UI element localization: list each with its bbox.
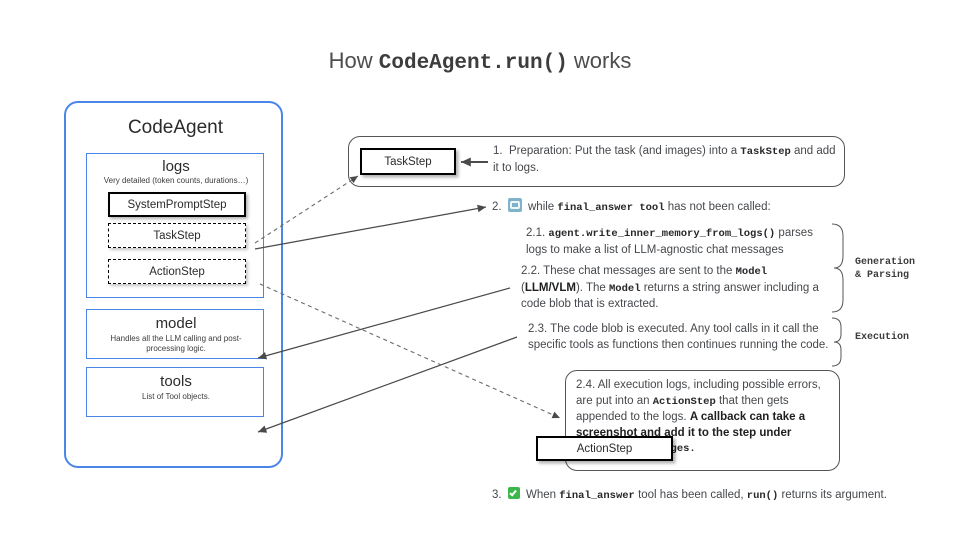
arrow-step23-to-tools <box>257 336 518 433</box>
step3-c: returns its argument. <box>778 489 887 501</box>
step2-3-number: 2.3. <box>528 323 548 335</box>
logs-title: logs <box>162 158 190 175</box>
check-icon <box>507 487 520 499</box>
step2-1-code: agent.write_inner_memory_from_logs() <box>548 228 776 240</box>
logs-subtitle: Very detailed (token counts, durations…) <box>103 176 249 185</box>
tools-desc: List of Tool objects. <box>142 392 210 401</box>
title-code: CodeAgent.run() <box>378 52 568 75</box>
step2-4-number: 2.4. <box>576 379 596 391</box>
step3-code-finalanswer: final_answer <box>559 490 635 502</box>
logs-box: logs Very detailed (token counts, durati… <box>86 153 264 298</box>
step2-2-text: 2.2. These chat messages are sent to the… <box>521 264 821 313</box>
step1-text-b: and add it to logs. <box>493 145 836 174</box>
log-item-actionstep[interactable]: ActionStep <box>108 259 246 284</box>
step1-text: 1. Preparation: Put the task (and images… <box>493 144 838 176</box>
step1-text-a: Preparation: Put the task (and images) i… <box>508 145 741 157</box>
group-label-execution: Execution <box>855 332 910 343</box>
step1-code-taskstep: TaskStep <box>740 146 791 158</box>
step2-1-body: parses logs to make a list of LLM-agnost… <box>526 227 813 256</box>
step2-2-b: (LLM/VLM). The <box>521 281 609 294</box>
title-prefix: How <box>328 48 379 73</box>
page-title: How CodeAgent.run() works <box>0 48 960 75</box>
dashed-actionstep-link <box>259 283 561 419</box>
model-desc: Handles all the LLM calling and post-pro… <box>110 334 242 353</box>
step2-2-code-model2: Model <box>608 282 641 295</box>
arrow-step22-to-model <box>257 287 511 360</box>
brace-execution <box>831 317 842 367</box>
step2-3-body: The code blob is executed. Any tool call… <box>528 323 829 351</box>
step1-number: 1. <box>493 145 503 157</box>
step2-number: 2. <box>492 201 502 213</box>
step2-heading: 2. while final_answer tool has not been … <box>492 198 852 217</box>
title-suffix: works <box>567 48 632 73</box>
step3-code-run: run() <box>746 490 779 502</box>
group-label-generation-l2: & Parsing <box>855 270 910 281</box>
step2-text-b: has not been called: <box>664 201 771 213</box>
group-label-generation-l1: Generation <box>855 257 916 268</box>
group-label-generation: Generation & Parsing <box>855 256 955 282</box>
step2-code-finalanswer: final_answer tool <box>557 202 665 214</box>
codeagent-panel: CodeAgent logs Very detailed (token coun… <box>64 101 283 468</box>
model-title: model <box>155 315 197 332</box>
step2-1-number: 2.1. <box>526 227 546 239</box>
step3-text: 3. When final_answer tool has been calle… <box>492 487 932 505</box>
step2-text-a: while <box>528 201 558 213</box>
step2-2-a: These chat messages are sent to the <box>540 265 736 277</box>
arrow-logs-to-step2 <box>254 204 487 250</box>
step2-2-llmvlm: LLM/VLM <box>524 281 576 294</box>
tools-box: tools List of Tool objects. <box>86 367 264 417</box>
step2-2-code-model: Model <box>735 266 768 278</box>
step2-1-text: 2.1. agent.write_inner_memory_from_logs(… <box>526 226 831 258</box>
log-item-systempromptstep[interactable]: SystemPromptStep <box>108 192 246 217</box>
step3-a: When <box>526 489 560 501</box>
step2-4-callback: A callback can take a screenshot and add… <box>576 411 806 439</box>
model-box: model Handles all the LLM calling and po… <box>86 309 264 359</box>
step3-number: 3. <box>492 489 502 501</box>
taskstep-chip[interactable]: TaskStep <box>360 148 456 175</box>
log-item-taskstep[interactable]: TaskStep <box>108 223 246 248</box>
tools-title: tools <box>160 373 192 390</box>
step2-2-number: 2.2. <box>521 265 541 277</box>
step3-b: tool has been called, <box>634 489 747 501</box>
step2-4-a: All execution logs, including possible e… <box>576 379 821 407</box>
actionstep-chip[interactable]: ActionStep <box>536 436 673 461</box>
step2-4-b: that then gets appended to the logs. <box>576 394 789 424</box>
loop-icon <box>507 198 522 212</box>
step2-3-text: 2.3. The code blob is executed. Any tool… <box>528 322 833 353</box>
step2-4-code-actionstep: ActionStep <box>652 395 716 408</box>
brace-generation <box>831 223 844 313</box>
codeagent-title: CodeAgent <box>127 117 224 138</box>
